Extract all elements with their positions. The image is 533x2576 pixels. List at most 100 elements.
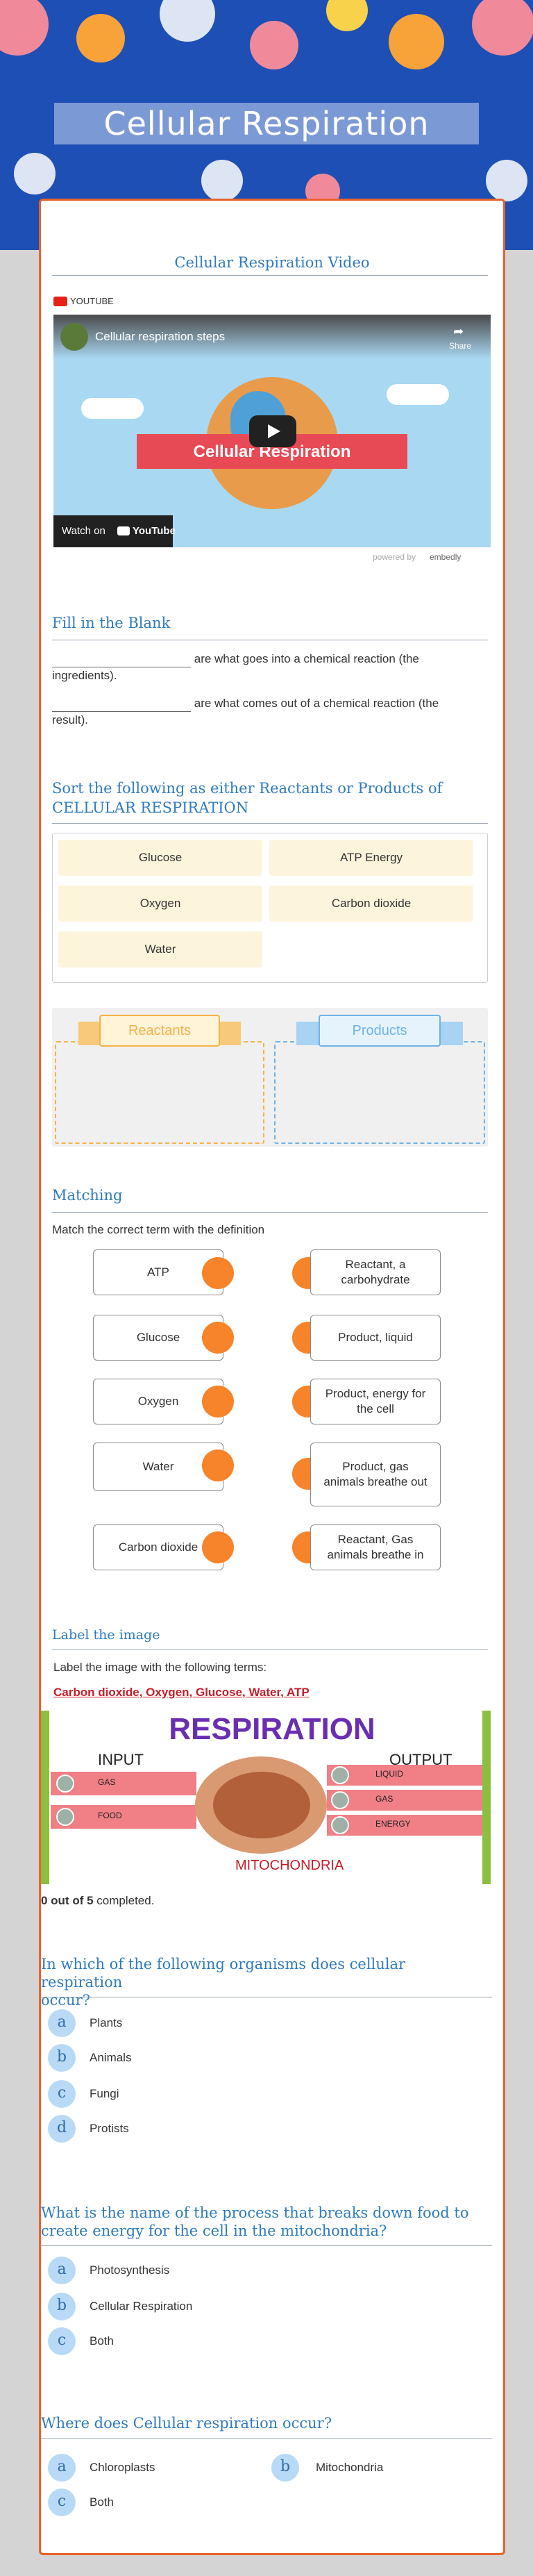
blank-input-1[interactable]: [52, 655, 191, 667]
fill-blank-sentence-2: are what comes out of a chemical reactio…: [52, 697, 439, 726]
option-a-badge[interactable]: a: [48, 2454, 76, 2482]
option-c-label[interactable]: Fungi: [90, 2087, 119, 2100]
label-drop-target-3[interactable]: [331, 1766, 349, 1784]
youtube-logo-icon[interactable]: [117, 526, 130, 535]
option-d-badge[interactable]: d: [48, 2115, 76, 2143]
cloud-decoration: [387, 384, 449, 405]
option-b-label[interactable]: Mitochondria: [316, 2461, 384, 2474]
match-term[interactable]: Oxygen: [93, 1379, 223, 1424]
match-definition[interactable]: Product, gas animals breathe out: [310, 1443, 441, 1506]
share-label[interactable]: Share: [449, 341, 472, 351]
match-term[interactable]: Glucose: [93, 1315, 223, 1361]
option-a-badge[interactable]: a: [48, 2257, 76, 2284]
match-definition[interactable]: Product, liquid: [310, 1315, 441, 1361]
match-term[interactable]: Carbon dioxide: [93, 1524, 223, 1570]
option-a-label[interactable]: Photosynthesis: [90, 2263, 170, 2277]
youtube-icon: [53, 297, 67, 306]
divider: [52, 1212, 488, 1213]
label-drop-target-2[interactable]: [56, 1808, 74, 1826]
mitochondria-label: MITOCHONDRIA: [235, 1858, 344, 1873]
products-bin-label: Products: [319, 1015, 441, 1047]
question-3: Where does Cellular respiration occur?: [41, 2415, 332, 2432]
option-c-badge[interactable]: c: [48, 2080, 76, 2108]
video-player[interactable]: Cellular respiration steps ➦ Share Cellu…: [53, 315, 491, 547]
match-term-connector[interactable]: [202, 1531, 234, 1563]
option-a-badge[interactable]: a: [48, 2009, 76, 2037]
gas-output-label: GAS: [375, 1794, 394, 1804]
respiration-diagram: RESPIRATION INPUT OUTPUT GAS FOOD MITOCH…: [41, 1711, 503, 1884]
option-c-badge[interactable]: c: [48, 2488, 76, 2516]
watch-on-label[interactable]: Watch on: [62, 525, 105, 537]
match-definition[interactable]: Product, energy for the cell: [310, 1379, 441, 1424]
watch-on-youtube-button[interactable]: Watch on YouTube: [53, 515, 176, 547]
match-term-connector[interactable]: [202, 1449, 234, 1481]
skull-decoration: [14, 153, 56, 194]
cloud-decoration: [81, 398, 144, 419]
liquid-output-arrow: [327, 1765, 482, 1786]
video-heading: Cellular Respiration Video: [174, 254, 370, 271]
label-drop-target-1[interactable]: [56, 1775, 74, 1793]
option-c-label[interactable]: Both: [90, 2495, 114, 2509]
video-clip-title[interactable]: Cellular respiration steps: [95, 330, 226, 343]
option-b-label[interactable]: Cellular Respiration: [90, 2300, 193, 2313]
gas-input-label: GAS: [98, 1777, 116, 1787]
option-b-badge[interactable]: b: [271, 2454, 299, 2482]
divider: [52, 275, 488, 276]
match-term[interactable]: Water: [93, 1443, 223, 1491]
question-1: In which of the following organisms does…: [41, 1956, 406, 2009]
fill-blank-sentence-1: are what goes into a chemical reaction (…: [52, 652, 419, 682]
youtube-wordmark[interactable]: YouTube: [133, 525, 176, 537]
channel-avatar[interactable]: [60, 323, 88, 351]
sort-item-oxygen[interactable]: Oxygen: [58, 886, 262, 922]
match-definition[interactable]: Reactant, Gas animals breathe in: [310, 1524, 441, 1570]
match-term-connector[interactable]: [202, 1322, 234, 1354]
play-button[interactable]: [249, 415, 296, 447]
gas-output-arrow: [327, 1790, 482, 1811]
flower-decoration: [472, 0, 533, 56]
diagram-title: RESPIRATION: [169, 1712, 375, 1746]
sort-item-carbon-dioxide[interactable]: Carbon dioxide: [269, 886, 473, 922]
skull-decoration: [486, 160, 527, 201]
reactants-drop-zone[interactable]: [55, 1041, 264, 1144]
label-drop-target-4[interactable]: [331, 1791, 349, 1809]
option-a-label[interactable]: Chloroplasts: [90, 2461, 155, 2474]
blank-input-2[interactable]: [52, 699, 191, 712]
match-term-connector[interactable]: [202, 1257, 234, 1289]
sort-items-pool: [52, 833, 488, 983]
embedly-label[interactable]: embedly: [430, 552, 462, 562]
question-2: What is the name of the process that bre…: [41, 2204, 469, 2239]
liquid-output-label: LIQUID: [375, 1769, 404, 1779]
matching-instruction: Match the correct term with the definiti…: [52, 1223, 265, 1236]
option-d-label[interactable]: Protists: [90, 2122, 129, 2135]
divider: [52, 823, 488, 824]
food-input-arrow: [51, 1805, 196, 1829]
share-icon[interactable]: ➦: [453, 324, 464, 338]
reactants-bin-label: Reactants: [99, 1015, 220, 1047]
sort-item-water[interactable]: Water: [58, 931, 262, 967]
sort-heading: Sort the following as either Reactants o…: [52, 780, 443, 816]
option-a-label[interactable]: Plants: [90, 2016, 123, 2029]
label-drop-target-5[interactable]: [331, 1816, 349, 1834]
option-c-label[interactable]: Both: [90, 2334, 114, 2348]
option-b-badge[interactable]: b: [48, 2293, 76, 2320]
skull-decoration: [201, 160, 243, 201]
label-terms: Carbon dioxide, Oxygen, Glucose, Water, …: [53, 1686, 310, 1699]
products-drop-zone[interactable]: [274, 1041, 485, 1144]
flower-decoration: [250, 21, 298, 69]
flower-decoration: [0, 0, 49, 56]
option-b-label[interactable]: Animals: [90, 2051, 132, 2064]
option-c-badge[interactable]: c: [48, 2327, 76, 2355]
option-b-badge[interactable]: b: [48, 2044, 76, 2072]
match-term-connector[interactable]: [202, 1386, 234, 1418]
match-definition[interactable]: Reactant, a carbohydrate: [310, 1249, 441, 1295]
input-label: INPUT: [98, 1751, 144, 1768]
page-title-band: Cellular Respiration: [54, 103, 479, 144]
match-term[interactable]: ATP: [93, 1249, 223, 1295]
divider: [41, 2438, 492, 2439]
play-icon[interactable]: [268, 424, 280, 438]
sort-item-glucose[interactable]: Glucose: [58, 840, 262, 876]
sort-item-atp-energy[interactable]: ATP Energy: [269, 840, 473, 876]
energy-output-arrow: [327, 1815, 482, 1836]
divider: [41, 2245, 492, 2246]
flower-decoration: [326, 0, 368, 31]
